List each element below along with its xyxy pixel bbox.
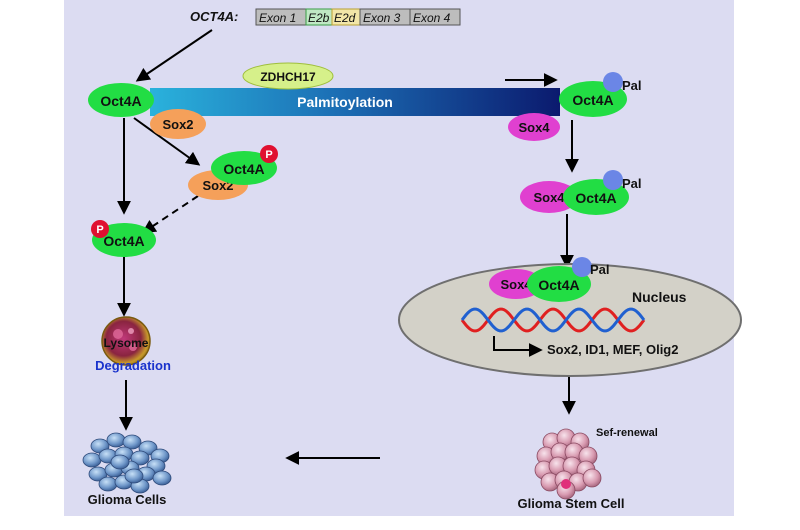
exon-label: Exon 4 (413, 11, 451, 25)
pal-label: Pal (622, 176, 642, 191)
phospho-oct4a-sox2-complex: Sox2 Oct4A P (188, 145, 278, 200)
arrow-oct4a-to-complex (133, 117, 201, 166)
lysosome-icon (101, 316, 151, 366)
glioma-cell (106, 432, 126, 448)
pal-badge (603, 170, 623, 190)
zdhhc17-enzyme (242, 62, 334, 90)
stem-cell (582, 468, 602, 488)
nucleus-label: Nucleus (632, 289, 687, 305)
exon-label: Exon 1 (259, 11, 296, 25)
pal-badge (572, 257, 592, 277)
self-renewal-label: Sef-renewal (596, 427, 658, 439)
gene-name: OCT4A: (190, 9, 238, 24)
stem-cell-label: Glioma Stem Cell (518, 496, 625, 511)
phospho-oct4a-node: Oct4A P (91, 220, 156, 257)
pal-badge (603, 72, 623, 92)
glioma-cell (122, 434, 142, 450)
glioma-stem-cell: Sef-renewal Glioma Stem Cell (518, 427, 658, 511)
pal-label: Pal (590, 262, 610, 277)
sox2-node: Sox2 (150, 109, 206, 139)
glioma-cells: Glioma Cells (82, 432, 172, 507)
background-panel (64, 0, 734, 516)
stem-cell (561, 479, 571, 489)
sox2-blob (150, 109, 206, 139)
nucleus-shape (398, 263, 742, 377)
exon-label: E2d (334, 11, 356, 25)
sox2-label: Sox2 (162, 117, 193, 132)
nucleus: Nucleus Sox4 Oct4A Pal Sox2, ID1, MEF, O… (398, 257, 742, 377)
dna-strand-icon (460, 307, 646, 333)
sox4-label: Sox4 (500, 277, 532, 292)
arrow-gene-to-oct4a (135, 29, 213, 82)
exon-label: Exon 3 (363, 11, 401, 25)
lysosome-icon (113, 329, 123, 339)
oct4a-label: Oct4A (103, 233, 144, 249)
glioma-cell (82, 452, 102, 468)
glioma-cell (124, 468, 144, 484)
oct4a-label: Oct4A (538, 277, 579, 293)
glioma-cell (110, 454, 130, 470)
dna-strand-icon (460, 307, 646, 333)
phosphate-badge (260, 145, 278, 163)
phosphate-label: P (96, 224, 103, 236)
oct4a-label: Oct4A (100, 93, 141, 109)
exon-box (409, 8, 461, 26)
sox4-label: Sox4 (533, 190, 565, 205)
glioma-cell (98, 476, 118, 492)
exon-label: E2b (308, 11, 330, 25)
oct4a-label: Oct4A (572, 92, 613, 108)
lysosome-icon (129, 343, 137, 351)
phosphate-label: P (265, 149, 272, 161)
oct4a-blob (211, 151, 277, 185)
palmitoylation-bar (150, 88, 560, 116)
zdhhc17-label: ZDHCH17 (260, 70, 316, 84)
gene-structure: OCT4A: Exon 1 E2b E2d Exon 3 Exon 4 (190, 8, 461, 26)
pathway-arrows (117, 29, 579, 465)
glioma-cells-icon (82, 432, 172, 494)
sox4-blob (520, 181, 578, 213)
glioma-cell (152, 470, 172, 486)
stem-cell-icon (534, 428, 602, 500)
sox4-label: Sox4 (518, 120, 550, 135)
sox4-blob (489, 269, 543, 299)
lysosome-icon (128, 328, 134, 334)
oct4a-pal-node: Oct4A Pal (559, 72, 642, 117)
pal-label: Pal (622, 78, 642, 93)
sox4-oct4a-pal-complex: Sox4 Oct4A Pal (520, 170, 642, 215)
phosphate-badge (91, 220, 109, 238)
lysosome-label: Lysome (104, 336, 149, 350)
glioma-cell (130, 450, 150, 466)
oct4a-label: Oct4A (575, 190, 616, 206)
glioma-cells-label: Glioma Cells (88, 492, 167, 507)
oct4a-blob (88, 83, 154, 117)
palmitoylation-label: Palmitoylation (297, 94, 393, 110)
transcription-arrow (493, 336, 543, 357)
lysosome: Lysome Degradation (95, 316, 171, 373)
oct4a-label: Oct4A (223, 161, 264, 177)
target-genes-label: Sox2, ID1, MEF, Olig2 (547, 342, 678, 357)
arrow-complex-to-phospho (141, 195, 199, 234)
oct4a-node: Oct4A (88, 83, 154, 117)
sox4-blob (508, 113, 560, 141)
oct4a-blob (527, 266, 591, 302)
sox4-node: Sox4 (508, 113, 560, 141)
degradation-label: Degradation (95, 358, 171, 373)
palmitoylation-process: Palmitoylation ZDHCH17 (150, 62, 560, 116)
